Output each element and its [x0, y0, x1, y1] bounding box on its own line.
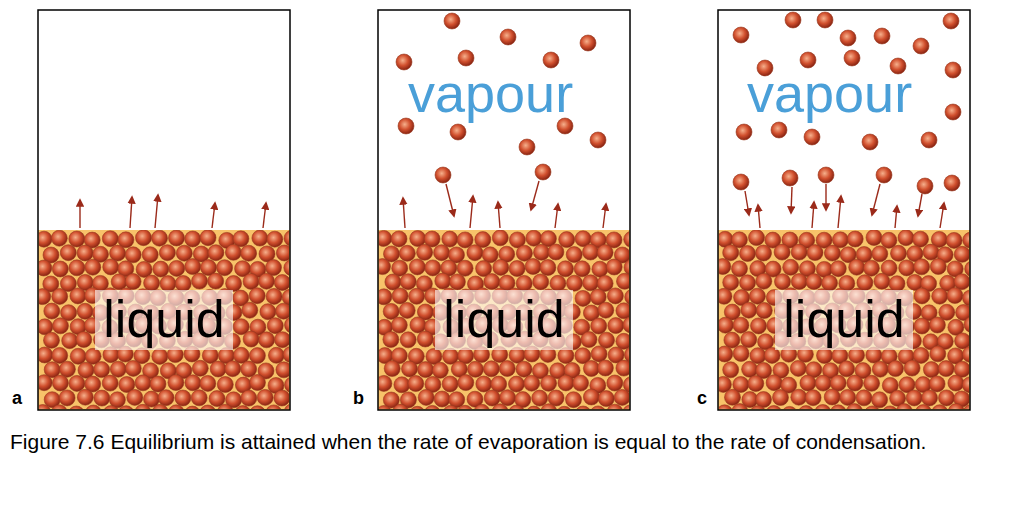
vapour-molecule [736, 124, 752, 140]
vapour-molecule [921, 132, 937, 148]
figure-caption: Figure 7.6 Equilibrium is attained when … [10, 428, 1000, 457]
vapour-molecule [733, 27, 749, 43]
vapour-molecule [733, 174, 749, 190]
motion-arrow [838, 196, 841, 228]
vapour-molecule [500, 29, 516, 45]
vapour-molecule [771, 122, 787, 138]
motion-arrow [555, 204, 558, 228]
panel-letter: a [12, 388, 22, 409]
vapour-molecule [444, 13, 460, 29]
container-outline [378, 10, 630, 410]
container-outline [38, 10, 290, 410]
motion-arrow [263, 203, 266, 228]
motion-arrow [470, 196, 473, 228]
vapour-molecule [590, 132, 606, 148]
motion-arrow [531, 181, 539, 210]
motion-arrow [130, 197, 132, 228]
liquid-label: liquid [435, 290, 572, 350]
vapour-molecule [917, 178, 933, 194]
vapour-molecule [944, 175, 960, 191]
motion-arrow [446, 184, 454, 216]
liquid-band: liquid [38, 232, 290, 408]
vapour-molecule [785, 12, 801, 28]
motion-arrow [403, 198, 405, 228]
vapour-molecule [580, 35, 596, 51]
vapour-molecule [840, 30, 856, 46]
motion-arrow [872, 184, 880, 215]
liquid-band: liquid [378, 232, 630, 408]
motion-arrow [212, 203, 215, 228]
motion-arrow [825, 184, 826, 210]
motion-arrow [812, 202, 814, 228]
vapour-molecule [943, 13, 959, 29]
vapour-molecule [913, 38, 929, 54]
motion-arrow [758, 205, 760, 228]
liquid-fill [38, 230, 290, 410]
vapour-molecule [782, 170, 798, 186]
motion-arrow [79, 200, 80, 228]
motion-arrow [895, 206, 897, 228]
liquid-fill [378, 230, 630, 410]
vapour-molecule [804, 129, 820, 145]
motion-arrow [603, 204, 606, 228]
vapour-molecule [535, 164, 551, 180]
motion-arrow [940, 203, 944, 228]
liquid-molecules [719, 230, 969, 409]
panel-letter: b [353, 388, 364, 409]
vapour-molecule [862, 134, 878, 150]
liquid-label: liquid [95, 290, 232, 350]
liquid-band: liquid [718, 232, 970, 408]
liquid-label: liquid [775, 290, 912, 350]
vapour-molecule [450, 124, 466, 140]
motion-arrow [791, 187, 792, 213]
vapour-molecule [519, 139, 535, 155]
liquid-molecules [39, 230, 289, 409]
vapour-label: vapour [408, 64, 573, 123]
vapour-molecule [874, 28, 890, 44]
liquid-fill [718, 230, 970, 410]
vapour-molecule [945, 104, 961, 120]
vapour-molecule [818, 167, 834, 183]
motion-arrow [155, 195, 158, 228]
vapour-label: vapour [747, 64, 912, 123]
liquid-molecules [379, 230, 629, 409]
container-outline [718, 10, 970, 410]
motion-arrow [498, 202, 500, 228]
vapour-molecule [876, 167, 892, 183]
panel-letter: c [697, 388, 707, 409]
vapour-molecule [945, 62, 961, 78]
vapour-molecule [435, 167, 451, 183]
motion-arrow [745, 191, 749, 215]
vapour-molecule [817, 12, 833, 28]
motion-arrow [918, 194, 922, 216]
